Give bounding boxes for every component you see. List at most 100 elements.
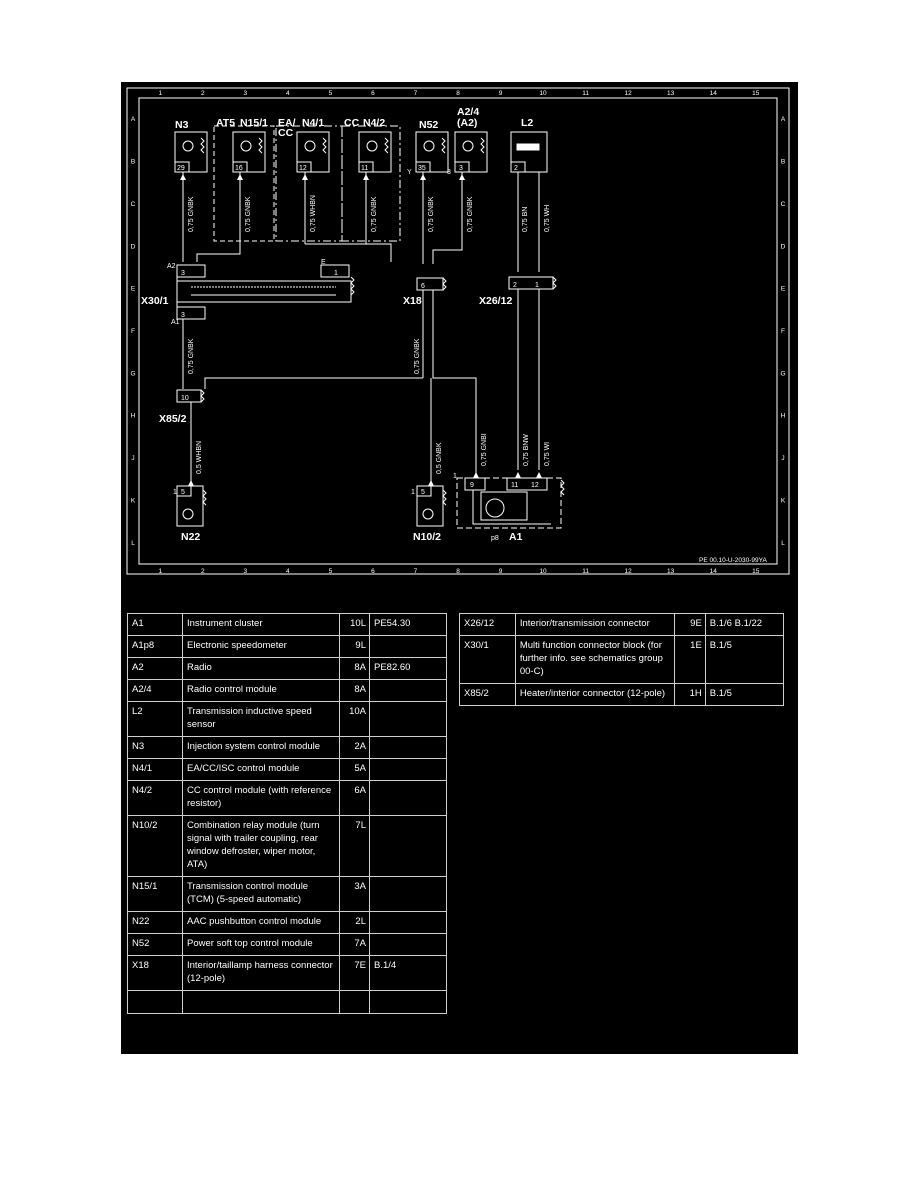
wire-label-13: 0,75 GNBI [481,433,488,466]
diagram-frame [126,87,790,575]
legend-desc: Multi function connector block (for furt… [514,635,676,684]
mark-one-mid: 1 [411,489,415,496]
label-x26-12: X26/12 [479,295,512,307]
wire-label-8: 0,75 WH [544,205,551,232]
legend-loc: 3A [339,876,370,912]
label-l2: L2 [521,117,533,129]
legend-code: N3 [127,736,183,759]
wire-label-15: 0,75 WI [544,442,551,466]
mark-e: E [321,259,326,266]
legend-loc: 1E [674,635,706,684]
legend-code: A2 [127,657,183,680]
pin-x30-a1: 3 [181,312,185,319]
legend-code: A1 [127,613,183,636]
legend-desc: Combination relay module (turn signal wi… [182,815,340,877]
label-n10-2: N10/2 [413,531,441,543]
grid-row-right-F: F [781,328,785,335]
label-n3: N3 [175,119,189,131]
label-n52: N52 [419,119,438,131]
pin-l2: 2 [514,165,518,172]
legend-ref: PE54.30 [369,613,447,636]
connector-x30-1 [176,264,355,389]
legend-desc: CC control module (with reference resist… [182,780,340,816]
grid-col-bottom-8: 8 [456,568,460,575]
legend-ref: B.1/4 [369,955,447,991]
module-n3 [174,131,208,173]
legend-code: X18 [127,955,183,991]
grid-col-top-7: 7 [414,90,418,97]
wiring-diagram: 1122334455667788991010111112121313141415… [126,87,790,575]
legend-ref [369,815,447,877]
legend-code: N4/1 [127,758,183,781]
pin-n22: 5 [181,489,185,496]
legend-ref [369,679,447,702]
pin-n52: 35 [418,165,426,172]
mark-one-right: 1 [453,473,457,480]
connector-x26-12 [508,276,557,470]
pin-n4-2: 11 [361,165,368,172]
legend-loc: 6A [339,780,370,816]
mark-a1: A1 [171,319,180,326]
legend-ref [369,911,447,934]
grid-row-right-J: J [781,455,784,462]
pin-x26-b: 1 [535,282,539,289]
legend-loc: 10L [339,613,370,636]
wire-arrows [180,174,542,486]
legend-code: N52 [127,933,183,956]
grid-row-left-E: E [131,286,136,293]
mark-one-left: 1 [173,489,177,496]
wire-label-6: 0,75 GNBK [467,196,474,232]
label-n15-1: N15/1 [240,117,268,129]
legend-desc: Power soft top control module [182,933,340,956]
legend-desc: Injection system control module [182,736,340,759]
legend-code [127,990,183,1014]
label-n4-2: N4/2 [363,117,385,129]
diagram-inner-frame [138,97,778,565]
module-n4-1 [296,131,330,173]
connector-x85-2 [176,389,205,486]
legend-loc: 5A [339,758,370,781]
grid-col-top-2: 2 [201,90,205,97]
legend-code: N4/2 [127,780,183,816]
pin-n15-1: 16 [235,165,243,172]
label-p8: p8 [491,535,499,542]
pin-n3: 29 [177,165,185,172]
label-cc-1: CC [278,127,294,139]
grid-col-top-12: 12 [625,90,633,97]
legend-ref [369,701,447,737]
pin-a1-c: 12 [531,482,539,489]
grid-row-left-J: J [131,455,134,462]
module-n52 [415,131,449,173]
grid-labels: 1122334455667788991010111112121313141415… [130,90,785,575]
pin-n4-1: 12 [299,165,307,172]
legend-desc: Radio control module [182,679,340,702]
connector-x18 [204,277,477,462]
grid-col-bottom-9: 9 [499,568,503,575]
legend-code: N22 [127,911,183,934]
at5-group-box [213,125,275,242]
cc-group-box [341,125,401,242]
legend-desc: Electronic speedometer [182,635,340,658]
grid-row-left-G: G [130,370,135,377]
grid-col-top-6: 6 [371,90,375,97]
wires-top [182,172,540,272]
grid-col-top-8: 8 [456,90,460,97]
grid-row-right-L: L [781,540,785,547]
grid-col-top-14: 14 [710,90,718,97]
label-cc-2: CC [344,117,360,129]
legend-loc: 7E [339,955,370,991]
legend-loc: 8A [339,657,370,680]
grid-col-bottom-4: 4 [286,568,290,575]
label-a2-4: A2/4 [457,106,479,118]
